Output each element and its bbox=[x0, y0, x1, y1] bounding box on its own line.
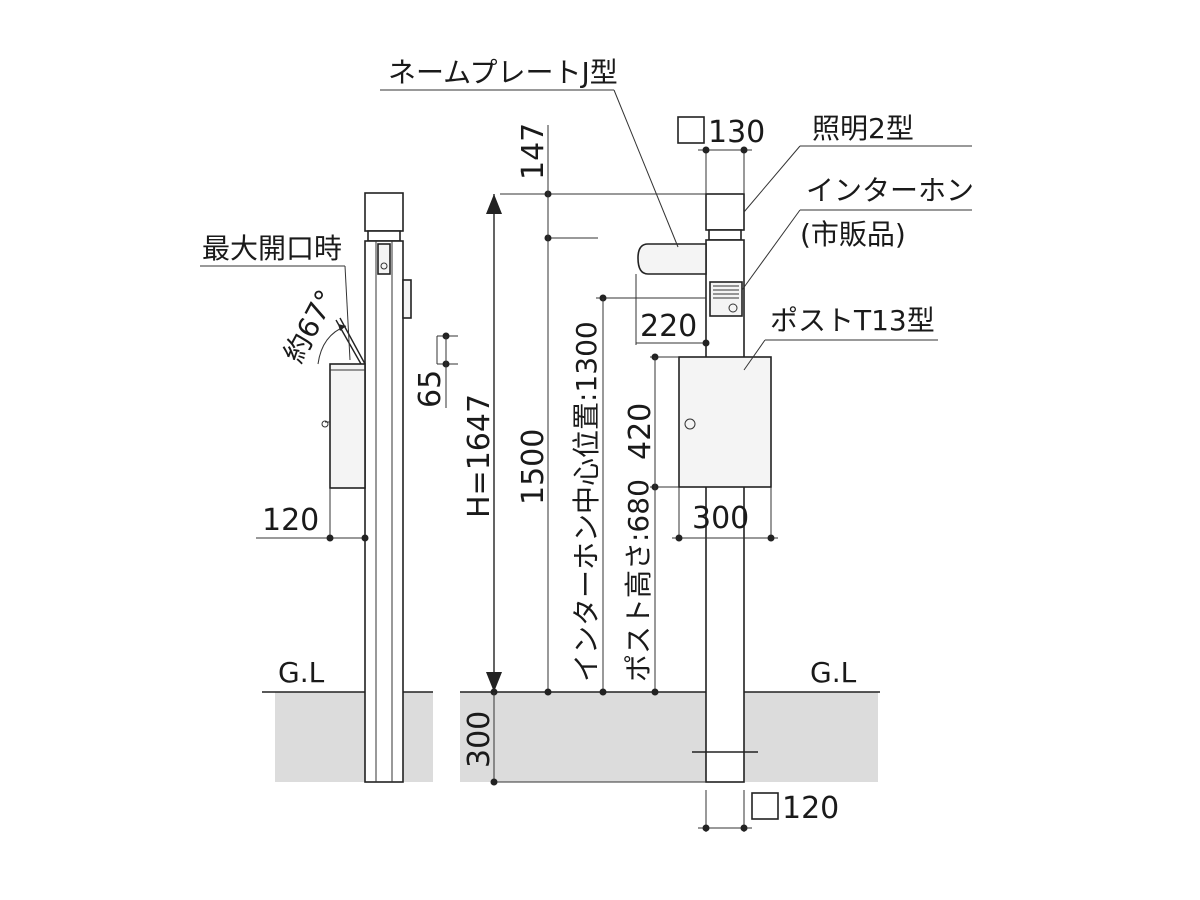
side-mailbox bbox=[329, 363, 366, 489]
front-pole bbox=[705, 239, 745, 783]
label-light: 照明2型 bbox=[812, 112, 914, 145]
dim-h-total: H=1647 bbox=[462, 394, 497, 518]
label-gl-right: G.L bbox=[810, 656, 857, 689]
dim-300-ground: 300 bbox=[462, 711, 497, 768]
label-intercom: インターホン bbox=[806, 174, 974, 207]
nameplate-j bbox=[637, 243, 707, 275]
dim-420: 420 bbox=[623, 403, 658, 460]
light-unit bbox=[705, 193, 745, 231]
front-view bbox=[637, 193, 772, 783]
side-intercom bbox=[402, 279, 412, 319]
label-nameplate: ネームプレートJ型 bbox=[388, 56, 618, 89]
dim-300-post: 300 bbox=[692, 501, 749, 536]
dim-220: 220 bbox=[640, 309, 697, 344]
label-post-type: ポストT13型 bbox=[770, 304, 935, 337]
dim-130-top: 130 bbox=[708, 115, 765, 150]
dim-120-side: 120 bbox=[262, 503, 319, 538]
dim-120-bottom: 120 bbox=[782, 791, 839, 826]
dim-post-height: ポスト高さ:680 bbox=[622, 479, 655, 682]
mailbox-front bbox=[678, 356, 772, 488]
dim-65: 65 bbox=[413, 370, 448, 408]
intercom-unit bbox=[709, 281, 743, 317]
open-flap bbox=[339, 317, 366, 365]
ground-left bbox=[275, 692, 433, 782]
label-max-open: 最大開口時 bbox=[202, 232, 342, 265]
label-intercom-sub: (市販品) bbox=[800, 218, 906, 251]
label-gl-left: G.L bbox=[278, 656, 325, 689]
side-view bbox=[200, 192, 412, 783]
ground-right bbox=[460, 692, 878, 782]
label-angle: 約67° bbox=[277, 284, 343, 368]
dim-147: 147 bbox=[516, 123, 551, 180]
dim-intercom-center: インターホン中心位置:1300 bbox=[570, 321, 603, 682]
dim-1500: 1500 bbox=[516, 429, 551, 505]
